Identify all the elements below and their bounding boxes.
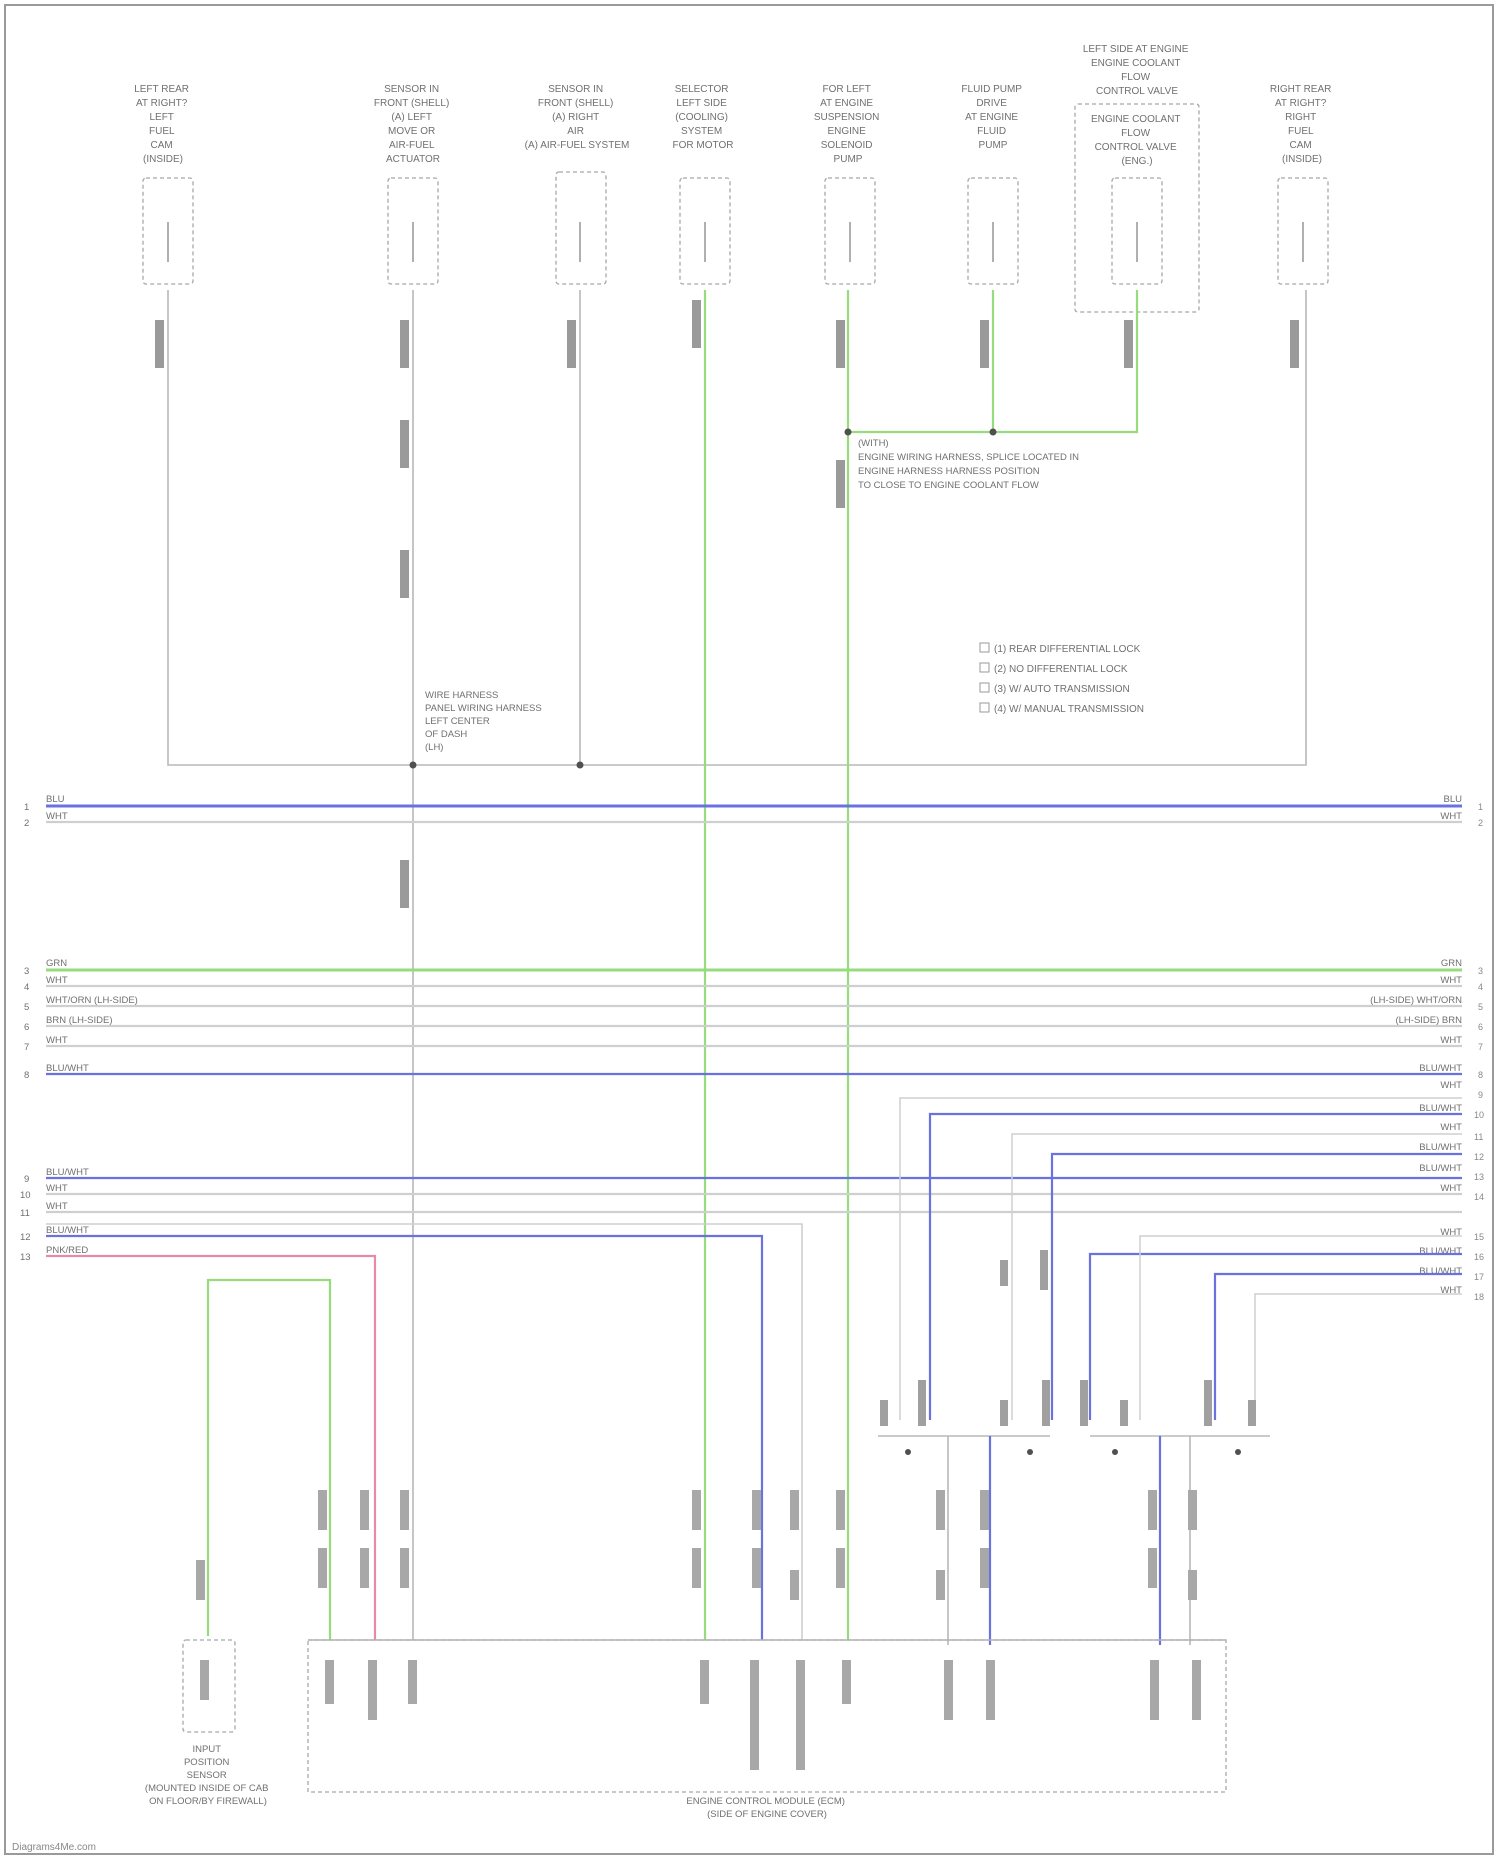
svg-text:6: 6 [24, 1022, 29, 1033]
svg-text:13: 13 [1474, 1172, 1484, 1182]
svg-text:WHT: WHT [46, 811, 68, 822]
svg-text:16: 16 [1474, 1252, 1484, 1262]
svg-text:BLU/WHT: BLU/WHT [1419, 1103, 1462, 1114]
svg-text:1: 1 [1478, 802, 1483, 812]
svg-text:WHT: WHT [1440, 1122, 1462, 1133]
svg-text:8: 8 [24, 1070, 29, 1081]
svg-text:2: 2 [24, 818, 29, 829]
svg-text:BLU/WHT: BLU/WHT [46, 1167, 89, 1178]
inner-box-label: ENGINE COOLANT FLOW CONTROL VALVE (ENG.) [1091, 114, 1183, 167]
svg-text:10: 10 [20, 1190, 31, 1201]
svg-text:2: 2 [1478, 818, 1483, 828]
svg-text:9: 9 [24, 1174, 29, 1185]
component-label-valve-solenoid: FOR LEFT AT ENGINE SUSPENSION ENGINE SOL… [814, 84, 882, 165]
component-label-sensor-pump: FLUID PUMP DRIVE AT ENGINE FLUID PUMP [961, 84, 1024, 151]
svg-text:WHT: WHT [1440, 811, 1462, 822]
svg-text:BLU/WHT: BLU/WHT [1419, 1163, 1462, 1174]
svg-text:BLU/WHT: BLU/WHT [1419, 1063, 1462, 1074]
component-label-valve-engine: LEFT SIDE AT ENGINE ENGINE COOLANT FLOW … [1083, 44, 1191, 97]
svg-text:PNK/RED: PNK/RED [46, 1245, 88, 1256]
svg-text:15: 15 [1474, 1232, 1484, 1242]
svg-text:BLU: BLU [46, 794, 65, 805]
svg-text:14: 14 [1474, 1192, 1484, 1202]
svg-text:11: 11 [1474, 1132, 1483, 1142]
svg-text:3: 3 [1478, 966, 1483, 976]
footer-credit: Diagrams4Me.com [12, 1842, 96, 1853]
svg-text:12: 12 [1474, 1152, 1484, 1162]
svg-text:BLU/WHT: BLU/WHT [1419, 1142, 1462, 1153]
component-label-sensor-front-right: SENSOR IN FRONT (SHELL) (A) RIGHT AIR (A… [525, 84, 630, 151]
svg-text:7: 7 [1478, 1042, 1483, 1052]
svg-text:11: 11 [20, 1208, 30, 1219]
svg-text:BLU/WHT: BLU/WHT [1419, 1246, 1462, 1257]
svg-text:WHT: WHT [46, 1201, 68, 1212]
legend-item-2: (2) NO DIFFERENTIAL LOCK [994, 664, 1128, 675]
svg-text:WHT: WHT [1440, 1035, 1462, 1046]
svg-text:WHT: WHT [46, 1035, 68, 1046]
svg-text:6: 6 [1478, 1022, 1483, 1032]
svg-text:7: 7 [24, 1042, 29, 1053]
component-label-rr-sensor: RIGHT REAR AT RIGHT? RIGHT FUEL CAM (INS… [1270, 84, 1334, 165]
svg-text:3: 3 [24, 966, 29, 977]
svg-text:BLU/WHT: BLU/WHT [46, 1225, 89, 1236]
svg-text:BLU/WHT: BLU/WHT [46, 1063, 89, 1074]
svg-text:WHT: WHT [1440, 1080, 1462, 1091]
svg-text:10: 10 [1474, 1110, 1484, 1120]
svg-text:5: 5 [24, 1002, 29, 1013]
input-position-sensor-label: INPUT POSITION SENSOR (MOUNTED INSIDE OF… [145, 1744, 271, 1807]
svg-text:GRN: GRN [1441, 958, 1462, 969]
svg-text:1: 1 [24, 802, 29, 813]
legend-item-4: (4) W/ MANUAL TRANSMISSION [994, 704, 1144, 715]
svg-text:17: 17 [1474, 1272, 1484, 1282]
svg-text:GRN: GRN [46, 958, 67, 969]
svg-text:WHT: WHT [1440, 975, 1462, 986]
legend-item-3: (3) W/ AUTO TRANSMISSION [994, 684, 1130, 695]
component-label-lr-sensor: LEFT REAR AT RIGHT? LEFT FUEL CAM (INSID… [134, 84, 192, 165]
ecm-module-label: ENGINE CONTROL MODULE (ECM) (SIDE OF ENG… [686, 1796, 847, 1820]
svg-text:8: 8 [1478, 1070, 1483, 1080]
svg-text:BLU/WHT: BLU/WHT [1419, 1266, 1462, 1277]
svg-text:4: 4 [24, 982, 29, 993]
svg-text:13: 13 [20, 1252, 31, 1263]
svg-text:WHT: WHT [1440, 1183, 1462, 1194]
svg-text:BLU: BLU [1444, 794, 1463, 805]
component-label-sensor-front-left: SENSOR IN FRONT (SHELL) (A) LEFT MOVE OR… [374, 84, 452, 165]
svg-text:9: 9 [1478, 1090, 1483, 1100]
svg-text:WHT/ORN (LH-SIDE): WHT/ORN (LH-SIDE) [46, 995, 138, 1006]
svg-text:(LH-SIDE) BRN: (LH-SIDE) BRN [1395, 1015, 1462, 1026]
svg-text:4: 4 [1478, 982, 1483, 992]
svg-text:12: 12 [20, 1232, 31, 1243]
svg-text:WHT: WHT [46, 975, 68, 986]
splice-note-panel: WIRE HARNESS PANEL WIRING HARNESS LEFT C… [425, 690, 544, 753]
splice-note-engine: (WITH) ENGINE WIRING HARNESS, SPLICE LOC… [858, 438, 1082, 491]
svg-text:5: 5 [1478, 1002, 1483, 1012]
svg-text:BRN (LH-SIDE): BRN (LH-SIDE) [46, 1015, 113, 1026]
component-label-sensor-selector: SELECTOR LEFT SIDE (COOLING) SYSTEM FOR … [673, 84, 734, 151]
svg-text:(LH-SIDE) WHT/ORN: (LH-SIDE) WHT/ORN [1370, 995, 1462, 1006]
legend-item-1: (1) REAR DIFFERENTIAL LOCK [994, 644, 1141, 655]
ecm-module-box [308, 1640, 1226, 1792]
svg-text:18: 18 [1474, 1292, 1484, 1302]
svg-text:WHT: WHT [46, 1183, 68, 1194]
